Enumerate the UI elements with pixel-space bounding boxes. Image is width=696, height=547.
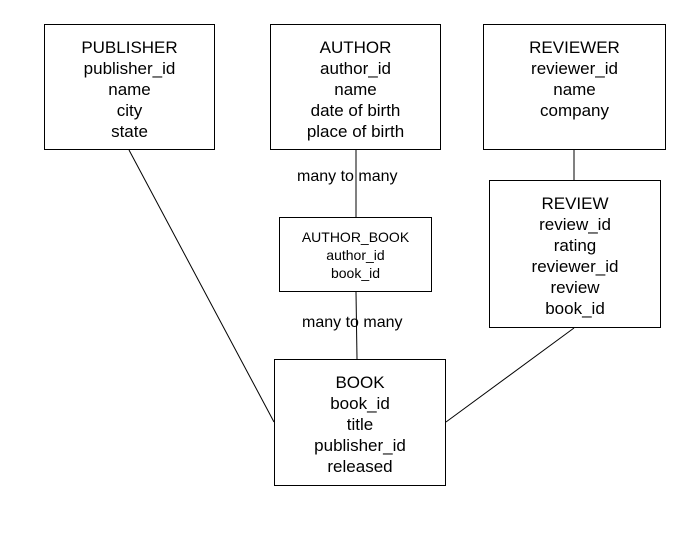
entity-field: author_id: [326, 247, 385, 263]
entity-field: book_id: [545, 299, 605, 318]
entity-reviewer: REVIEWER reviewer_id name company: [483, 24, 666, 150]
entity-field: name: [108, 80, 151, 99]
entity-author: AUTHOR author_id name date of birth plac…: [270, 24, 441, 150]
entity-field: date of birth: [310, 101, 401, 120]
entity-field: publisher_id: [83, 59, 176, 78]
entity-book: BOOK book_id title publisher_id released: [274, 359, 446, 486]
entity-field: publisher_id: [314, 436, 406, 455]
entity-author-book: AUTHOR_BOOK author_id book_id: [279, 217, 432, 292]
entity-field: name: [553, 80, 596, 99]
entity-title: AUTHOR: [319, 38, 392, 57]
entity-field: author_id: [320, 59, 391, 78]
review-book-connector: [445, 327, 575, 423]
entity-field: name: [334, 80, 377, 99]
entity-field: review_id: [539, 215, 611, 234]
entity-field: state: [111, 122, 148, 141]
relationship-label: many to many: [302, 314, 403, 331]
entity-field: review: [550, 278, 600, 297]
entity-field: book_id: [330, 265, 381, 281]
entity-title: AUTHOR_BOOK: [301, 229, 410, 245]
entity-field: city: [116, 101, 143, 120]
entity-title: BOOK: [335, 373, 385, 392]
entity-title: REVIEWER: [529, 38, 620, 57]
entity-field: company: [540, 101, 609, 120]
entity-review: REVIEW review_id rating reviewer_id revi…: [489, 180, 661, 328]
entity-field: reviewer_id: [531, 257, 619, 276]
entity-publisher: PUBLISHER publisher_id name city state: [44, 24, 215, 150]
publisher-book-connector: [128, 149, 275, 423]
entity-field: rating: [553, 236, 597, 255]
entity-title: PUBLISHER: [81, 38, 178, 57]
entity-field: place of birth: [306, 122, 405, 141]
authorbook-book-connector: [355, 291, 358, 360]
entity-field: reviewer_id: [531, 59, 618, 78]
entity-field: book_id: [330, 394, 390, 413]
entity-field: title: [346, 415, 374, 434]
entity-title: REVIEW: [541, 194, 609, 213]
relationship-label: many to many: [297, 168, 398, 185]
entity-field: released: [327, 457, 393, 476]
